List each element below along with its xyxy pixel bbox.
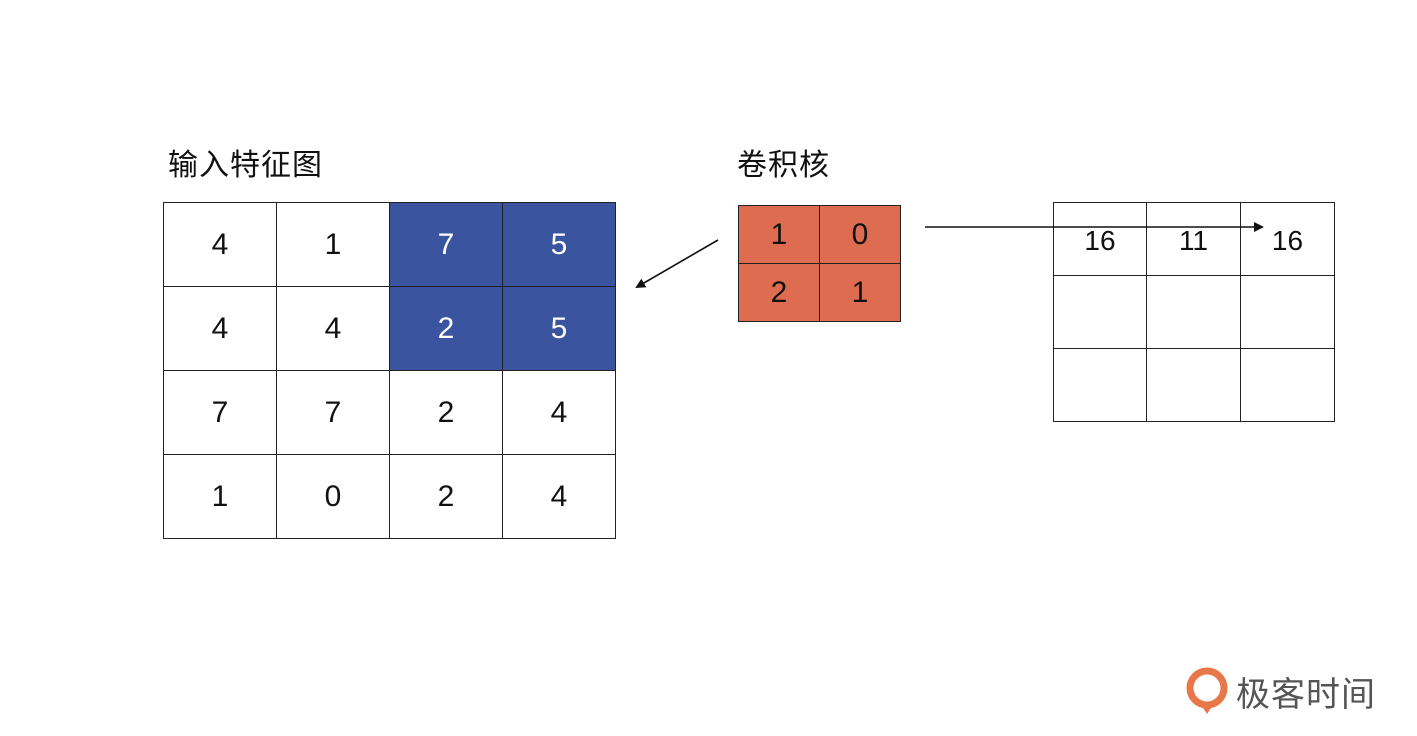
output-cell <box>1241 276 1335 349</box>
kernel-cell: 2 <box>739 264 820 322</box>
output-cell <box>1054 349 1147 422</box>
output-cell <box>1147 276 1241 349</box>
geektime-logo: 极客时间 <box>1186 666 1376 716</box>
input-cell: 4 <box>164 287 277 371</box>
logo-text: 极客时间 <box>1236 674 1376 715</box>
input-cell: 4 <box>503 371 616 455</box>
input-cell: 2 <box>390 455 503 539</box>
input-cell: 7 <box>277 371 390 455</box>
kernel-title: 卷积核 <box>737 148 830 183</box>
input-title: 输入特征图 <box>168 148 323 183</box>
output-cell: 11 <box>1147 203 1241 276</box>
input-cell: 7 <box>164 371 277 455</box>
input-cell: 1 <box>164 455 277 539</box>
input-feature-map: 4 1 7 5 4 4 2 5 7 7 2 4 1 0 2 4 <box>163 202 616 539</box>
input-cell-highlighted: 7 <box>390 203 503 287</box>
input-cell: 4 <box>277 287 390 371</box>
convolution-kernel: 1 0 2 1 <box>738 205 901 322</box>
kernel-cell: 1 <box>820 264 901 322</box>
input-cell-highlighted: 2 <box>390 287 503 371</box>
input-cell: 1 <box>277 203 390 287</box>
input-cell: 2 <box>390 371 503 455</box>
output-cell <box>1147 349 1241 422</box>
output-feature-map: 16 11 16 <box>1053 202 1335 422</box>
output-cell: 16 <box>1054 203 1147 276</box>
kernel-to-input-arrow <box>635 239 719 289</box>
output-cell <box>1241 349 1335 422</box>
output-cell: 16 <box>1241 203 1335 276</box>
output-cell <box>1054 276 1147 349</box>
geektime-logo-icon <box>1186 667 1228 714</box>
kernel-cell: 1 <box>739 206 820 264</box>
input-cell: 0 <box>277 455 390 539</box>
input-cell-highlighted: 5 <box>503 287 616 371</box>
input-cell-highlighted: 5 <box>503 203 616 287</box>
input-cell: 4 <box>503 455 616 539</box>
kernel-cell: 0 <box>820 206 901 264</box>
input-cell: 4 <box>164 203 277 287</box>
